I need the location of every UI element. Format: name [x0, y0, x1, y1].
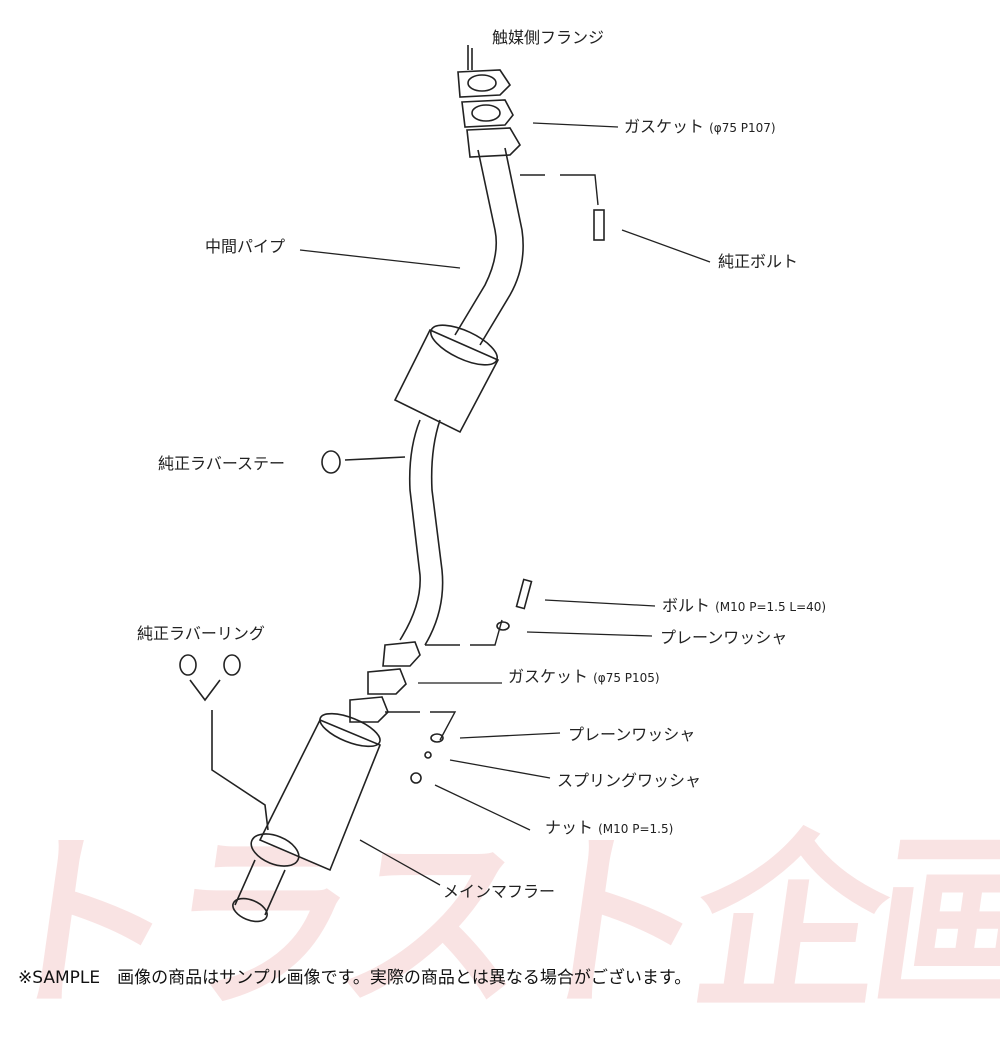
- plain-washer-icon: [430, 733, 444, 743]
- label-oem-bolt: 純正ボルト: [718, 252, 799, 271]
- resonator: [393, 324, 500, 434]
- label-spec: (M10 P=1.5 L=40): [715, 600, 827, 614]
- label-text: ガスケット: [624, 117, 705, 136]
- label-gasket-front: ガスケット (φ75 P107): [624, 117, 776, 138]
- label-oem-rubber-ring: 純正ラバーリング: [137, 624, 265, 643]
- rubber-stay: [321, 450, 406, 474]
- label-spec: (M10 P=1.5): [598, 822, 674, 836]
- catalyst-flange: [457, 45, 512, 98]
- label-nut: ナット (M10 P=1.5): [545, 818, 673, 839]
- mid-pipe: [454, 147, 524, 346]
- gasket-front: [461, 99, 514, 128]
- label-catalyst-flange: 触媒側フランジ: [492, 28, 605, 47]
- label-bolt: ボルト (M10 P=1.5 L=40): [662, 596, 826, 617]
- leader-arrows: [299, 122, 711, 886]
- spring-washer-icon: [424, 751, 432, 759]
- label-text: ガスケット: [508, 667, 589, 686]
- main-muffler: [232, 712, 382, 923]
- nut-icon: [410, 772, 422, 784]
- pipe-flange-rear: [382, 641, 421, 667]
- rear-pipe: [399, 419, 444, 646]
- label-text: ナット: [545, 818, 594, 837]
- label-gasket-rear: ガスケット (φ75 P105): [508, 667, 660, 688]
- bolt-icon: [515, 578, 533, 610]
- label-oem-rubber-stay: 純正ラバーステー: [158, 454, 286, 473]
- oem-bolt-icon: [593, 209, 605, 241]
- label-main-muffler: メインマフラー: [443, 882, 556, 901]
- plain-washer-icon: [496, 621, 510, 631]
- label-spec: (φ75 P107): [709, 121, 776, 135]
- rubber-ring-left: [179, 654, 197, 676]
- sample-disclaimer: ※SAMPLE 画像の商品はサンプル画像です。実際の商品とは異なる場合がございま…: [18, 968, 692, 988]
- pipe-flange-front: [466, 127, 522, 158]
- gasket-rear: [367, 668, 407, 695]
- label-mid-pipe: 中間パイプ: [205, 237, 286, 256]
- label-text: ボルト: [662, 596, 711, 615]
- exhaust-diagram: [179, 45, 711, 923]
- label-plain-washer-2: プレーンワッシャ: [568, 725, 696, 744]
- label-spring-washer: スプリングワッシャ: [557, 771, 702, 790]
- label-spec: (φ75 P105): [593, 671, 660, 685]
- muffler-flange: [349, 696, 389, 723]
- label-plain-washer-1: プレーンワッシャ: [660, 628, 788, 647]
- rubber-ring-right: [223, 654, 241, 676]
